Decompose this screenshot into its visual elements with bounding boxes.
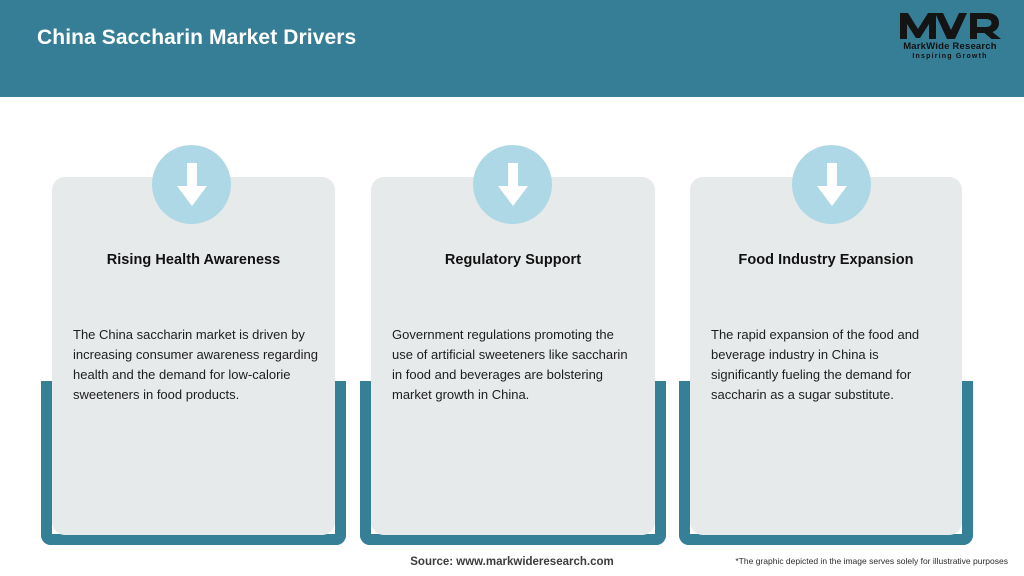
logo-company-name: MarkWide Research (903, 41, 997, 52)
card-frame-3 (679, 381, 973, 545)
down-arrow-icon (152, 145, 231, 224)
card-frame-1 (41, 381, 346, 545)
company-logo: MarkWide Research Inspiring Growth (894, 8, 1006, 70)
driver-card-2[interactable]: Regulatory Support Government regulation… (371, 177, 655, 535)
card-body-3: The rapid expansion of the food and beve… (711, 327, 920, 402)
card-body-2: Government regulations promoting the use… (392, 327, 628, 402)
driver-card-1[interactable]: Rising Health Awareness The China saccha… (52, 177, 335, 535)
logo-tagline: Inspiring Growth (912, 53, 988, 60)
source-note: Source: www.markwideresearch.com (410, 556, 614, 568)
card-heading-3: Food Industry Expansion (738, 252, 914, 268)
card-heading-2: Regulatory Support (444, 252, 582, 268)
disclaimer-note: *The graphic depicted in the image serve… (735, 556, 1008, 566)
page-title: China Saccharin Market Drivers (37, 26, 357, 49)
card-body-1: The China saccharin market is driven by … (73, 327, 318, 402)
driver-card-3[interactable]: Food Industry Expansion The rapid expans… (690, 177, 962, 535)
card-frame-2 (360, 381, 666, 545)
card-heading-1: Rising Health Awareness (106, 252, 281, 268)
header-bar: China Saccharin Market Drivers MarkWide … (0, 0, 1024, 97)
mwr-logo-icon (894, 8, 1006, 42)
down-arrow-icon (473, 145, 552, 224)
down-arrow-icon (792, 145, 871, 224)
